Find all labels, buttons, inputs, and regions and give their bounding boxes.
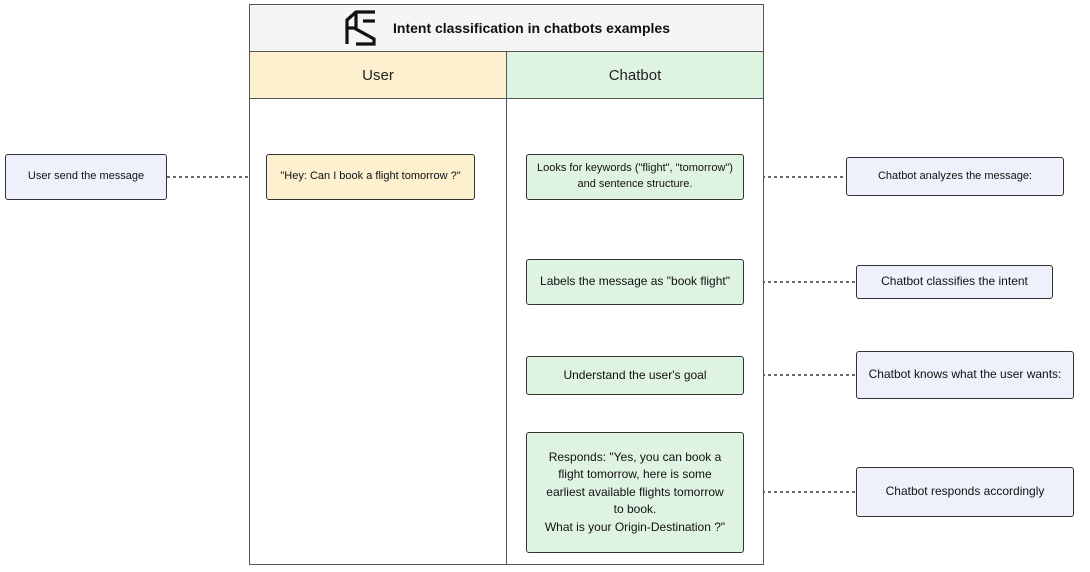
- annotation-knows: Chatbot knows what the user wants:: [856, 351, 1074, 399]
- annotation-user-send: User send the message: [5, 154, 167, 200]
- node-label-message: Labels the message as "book flight": [526, 259, 744, 305]
- brand-logo-icon: [345, 10, 376, 46]
- lane-header-user: User: [249, 51, 507, 99]
- node-understand-goal: Understand the user's goal: [526, 356, 744, 395]
- annotation-responds: Chatbot responds accordingly: [856, 467, 1074, 517]
- annotation-classifies: Chatbot classifies the intent: [856, 265, 1053, 299]
- lane-header-chatbot: Chatbot: [506, 51, 764, 99]
- node-respond: Responds: "Yes, you can book a flight to…: [526, 432, 744, 553]
- annotation-analyzes: Chatbot analyzes the message:: [846, 157, 1064, 196]
- title-bar: Intent classification in chatbots exampl…: [249, 4, 764, 52]
- node-user-message: "Hey: Can I book a flight tomorrow ?": [266, 154, 475, 200]
- node-keywords: Looks for keywords ("flight", "tomorrow"…: [526, 154, 744, 200]
- diagram-title: Intent classification in chatbots exampl…: [393, 20, 670, 36]
- lane-divider: [506, 98, 507, 565]
